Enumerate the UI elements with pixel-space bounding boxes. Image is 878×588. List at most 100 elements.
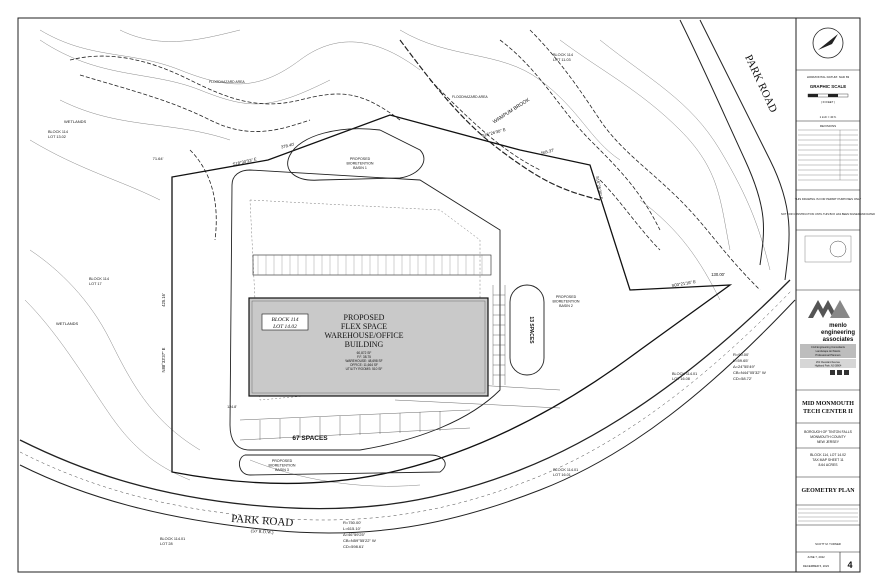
building-inner-line — [251, 300, 486, 394]
bearing-1: S16°26'30" E — [481, 127, 506, 138]
spaces-main-label: 67 SPACES — [292, 435, 328, 442]
scale-ratio: 1 inch = 40 ft. — [820, 115, 837, 119]
menlo-logo-icon — [808, 300, 850, 318]
bearing-4: 425.16' — [161, 293, 166, 307]
title-block-frame — [795, 17, 861, 573]
block-sw-1: BLOCK 114.01 — [160, 537, 185, 541]
park-road-ne-label: PARK ROAD — [742, 53, 779, 115]
block-w-2: LOT 17 — [89, 282, 102, 286]
plan-area — [19, 19, 796, 534]
bearing-2: S18°30'33" E — [232, 156, 257, 166]
curve1-cb: CB=N59°55'22" W — [343, 538, 376, 543]
seal-icon — [829, 240, 847, 258]
firm-tag-3: Professional Planners — [815, 353, 841, 357]
firm-tag-2: Landscape Architects — [816, 349, 841, 353]
block-se-1: BLOCK 114.01 — [553, 468, 578, 472]
block-w-1: BLOCK 114 — [89, 277, 109, 281]
signature-box — [804, 235, 852, 263]
bearing-2-dist: 378.40' — [280, 142, 295, 150]
basin1-label-2: BIORETENTION — [347, 162, 374, 166]
project-title-2: TECH CENTER II — [803, 409, 853, 415]
basin2-label-3: BASIN 2 — [559, 304, 573, 308]
social-icons — [830, 370, 849, 375]
building-area: 60,872 SF — [357, 351, 372, 355]
north-arrow-circle — [812, 27, 844, 59]
curve2-r: R=90.00' — [733, 352, 749, 357]
park-road-s-edge1 — [19, 279, 791, 510]
firm-address-2: Highland Park, NJ 08904 — [815, 365, 842, 368]
revisions-label: REVISIONS — [820, 124, 836, 128]
curve1-cd: CD=598.61' — [343, 544, 364, 549]
basin1-label-1: PROPOSED — [350, 157, 371, 161]
building-title-1: PROPOSED — [344, 313, 385, 322]
property-boundary — [171, 114, 733, 485]
dist-left: 71.64' — [153, 156, 164, 161]
block-e-2: LOT 16.08 — [672, 377, 690, 381]
park-road-label: PARK ROAD — [231, 513, 294, 529]
basin-2 — [509, 284, 545, 376]
county: MONMOUTH COUNTY — [810, 435, 846, 439]
date-value-2: DECEMBER 5, 2023 — [803, 564, 829, 568]
block-sw-2: LOT 28 — [160, 542, 173, 546]
firm-name-1: menlo — [829, 323, 847, 329]
firm-name-2: engineering — [821, 330, 855, 336]
info-table — [798, 508, 858, 522]
north-arrow-icon — [818, 34, 838, 50]
bearing-3: N88°33'37" E — [161, 347, 166, 372]
parking-stalls-east — [492, 285, 506, 385]
basin2-label-1: PROPOSED — [556, 295, 577, 299]
municipality: BOROUGH OF TINTON FALLS — [804, 430, 852, 434]
building-ff: F.F. 38.75 — [357, 355, 371, 359]
curve2-cd: CD=58.72' — [733, 376, 752, 381]
not-for-construction: NOT FOR CONSTRUCTION UNTIL THIS BOX HAS … — [781, 212, 875, 216]
wetlands-label-1: WETLANDS — [64, 119, 87, 124]
block-nw-1: BLOCK 114 — [48, 130, 68, 134]
parking-stalls-north — [252, 254, 492, 276]
building-title-3: WAREHOUSE/OFFICE — [324, 331, 403, 340]
wetlands-label-2: WETLANDS — [56, 321, 79, 326]
linkedin-icon — [844, 370, 849, 375]
dist-small: 124.8' — [227, 405, 237, 409]
block-e-1: BLOCK 114.01 — [672, 372, 697, 376]
instagram-icon — [837, 370, 842, 375]
parking-curb — [229, 169, 501, 451]
block-lot: BLOCK 114, LOT 14.02 — [810, 453, 846, 457]
basin1-label-3: BASIN 1 — [353, 166, 367, 170]
curve1-r: R=750.00' — [343, 520, 361, 525]
block-label-1: BLOCK 114 — [272, 316, 299, 323]
firm-address-1: 261 Cleveland Avenue — [816, 361, 841, 364]
basin-1 — [287, 128, 425, 181]
project-title-1: MID MONMOUTH — [802, 401, 854, 407]
building-title-2: FLEX SPACE — [341, 322, 387, 331]
building-title-4: BUILDING — [345, 340, 384, 349]
firm-tag-1: Civil Engineering Consultants — [811, 345, 846, 349]
tax-map: TAX MAP SHEET 11 — [812, 458, 843, 462]
curve2-cb: CB=N44°05'32" W — [733, 370, 766, 375]
floodhazard-label-1: FLOODHAZARD AREA — [209, 80, 245, 84]
graphic-scale-bar — [807, 93, 849, 98]
block-n-1: BLOCK 114 — [553, 53, 573, 57]
parking-hatch — [257, 255, 483, 275]
acres: 8.64 ACRES — [818, 463, 838, 467]
facebook-icon — [830, 370, 835, 375]
curve1-l: L=615.10' — [343, 526, 361, 531]
block-nw-2: LOT 13.02 — [48, 135, 66, 139]
bearing-1-dist: 565.37' — [540, 147, 555, 155]
building-office: OFFICE: 11,664 SF — [350, 363, 378, 367]
basin-3 — [239, 454, 446, 476]
wetland-lines — [69, 29, 761, 291]
permit-purposes: THIS DRAWING IS FOR PERMIT PURPOSES ONLY — [795, 197, 862, 201]
building-warehouse: WAREHOUSE: 48,698 SF — [345, 359, 382, 363]
spaces-side-label: 13 SPACES — [528, 316, 534, 344]
bearing-5: S03°21'16" E — [671, 279, 696, 288]
block-se-2: LOT 16.01 — [553, 473, 571, 477]
firm-tagline-bar — [800, 344, 856, 358]
curve1-d: Δ=46°59'25" — [343, 532, 366, 537]
park-road-s-centerline — [19, 289, 793, 521]
curve2-d: Δ=24°55'49" — [733, 364, 756, 369]
building-utility: UTILITY ROOMS: 510 SF — [346, 367, 383, 371]
park-road-s-edge2 — [19, 299, 796, 534]
scale-unit: ( IN FEET ) — [821, 100, 835, 104]
brook-label: WAMPUM BROOK — [492, 97, 532, 126]
